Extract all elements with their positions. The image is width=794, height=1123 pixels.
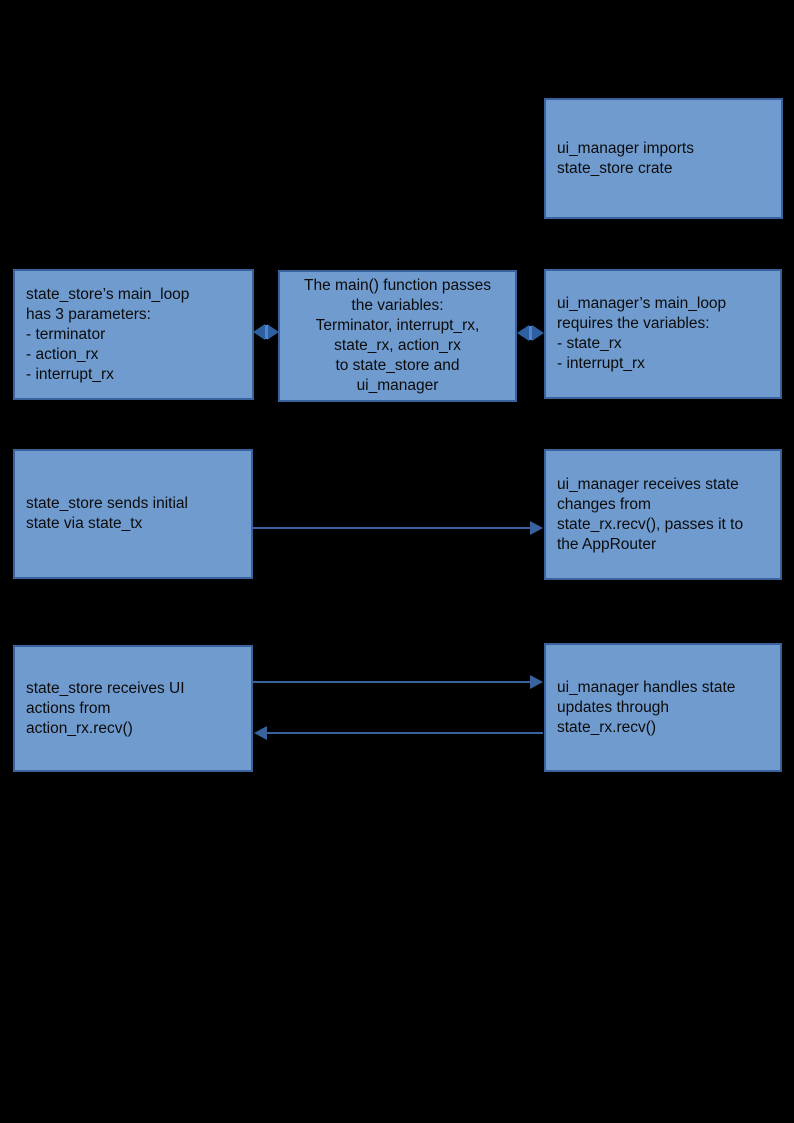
node-text-line: The main() function passes [304, 277, 491, 294]
node-text-line: - interrupt_rx [557, 355, 645, 372]
arrowhead-right-icon [267, 324, 279, 340]
node-text-line: has 3 parameters: [26, 305, 151, 323]
connector-line [265, 732, 543, 734]
arrowhead-left-icon [253, 324, 265, 340]
arrowhead-left-icon [517, 325, 529, 341]
node-text-line: ui_manager imports [557, 139, 694, 157]
node-text-line: ui_manager’s main_loop [557, 295, 727, 312]
node-ui-manager-imports: ui_manager imports state_store crate [544, 98, 783, 219]
node-text-line: changes from [557, 495, 651, 513]
connector-params-to-state-store [253, 323, 279, 341]
node-text-line: action_rx.recv() [26, 719, 133, 737]
node-text-line: the AppRouter [557, 535, 657, 553]
node-main-function-passes: The main() function passes the variables… [278, 270, 517, 402]
node-text-line: actions from [26, 699, 111, 717]
node-text-line: Terminator, interrupt_rx, [315, 317, 480, 334]
node-text-line: - state_rx [557, 335, 622, 352]
node-text-line: ui_manager [356, 377, 439, 394]
node-text-line: requires the variables: [557, 315, 710, 332]
node-text-line: state_store’s main_loop [26, 285, 190, 303]
node-text-line: - terminator [26, 325, 106, 343]
node-text-line: updates through [557, 698, 670, 716]
connector-dash [264, 325, 268, 339]
node-text-line: the variables: [351, 297, 444, 314]
connector-line [253, 527, 532, 529]
node-ui-manager-receives-state: ui_manager receives state changes from s… [544, 449, 782, 580]
node-state-store-main-loop: state_store’s main_loop has 3 parameters… [13, 269, 254, 400]
node-state-store-receives-actions: state_store receives UI actions from act… [13, 645, 253, 772]
node-text-line: state_store receives UI [26, 679, 185, 697]
connector-line [253, 681, 532, 683]
arrowhead-left-icon [254, 726, 267, 740]
node-text-line: to state_store and [335, 357, 460, 374]
node-text-line: ui_manager handles state [557, 678, 736, 696]
node-text-line: state_rx, action_rx [334, 337, 461, 354]
node-text-line: - interrupt_rx [26, 365, 114, 383]
connector-params-to-ui-manager [517, 324, 544, 342]
node-text-line: state_rx.recv(), passes it to [557, 515, 744, 533]
node-text-line: state via state_tx [26, 515, 143, 532]
arrowhead-right-icon [530, 675, 543, 689]
node-state-store-sends-initial: state_store sends initial state via stat… [13, 449, 253, 579]
node-text-line: - action_rx [26, 345, 99, 363]
node-ui-manager-main-loop: ui_manager’s main_loop requires the vari… [544, 269, 782, 399]
arrowhead-right-icon [532, 325, 544, 341]
node-text-line: state_rx.recv() [557, 718, 657, 736]
node-text-line: ui_manager receives state [557, 475, 739, 493]
node-text-line: state_store crate [557, 159, 673, 177]
arrowhead-right-icon [530, 521, 543, 535]
node-text-line: state_store sends initial [26, 495, 188, 512]
connector-dash [529, 326, 532, 340]
node-ui-manager-handles-updates: ui_manager handles state updates through… [544, 643, 782, 772]
